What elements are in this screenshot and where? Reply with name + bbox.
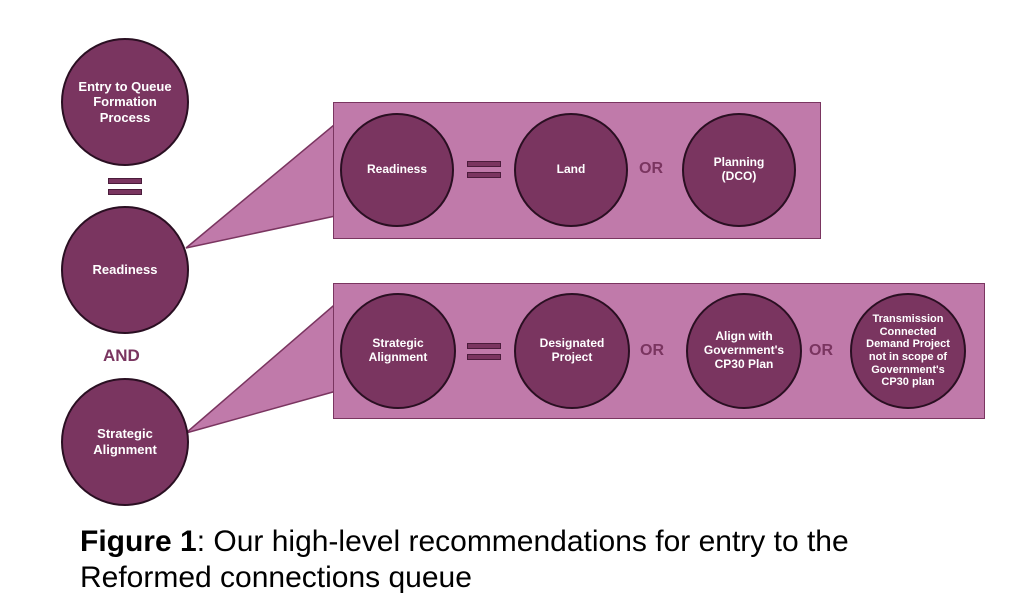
entry-circle-label: Entry to Queue Formation Process [78, 78, 172, 125]
or-label-strategic-1: OR [640, 342, 664, 359]
planning-dco-circle: Planning (DCO) [682, 113, 796, 227]
equals-sign-strategic [467, 343, 501, 360]
land-label: Land [556, 162, 586, 177]
readiness-head-label: Readiness [366, 162, 428, 177]
readiness-head-circle: Readiness [340, 113, 454, 227]
land-circle: Land [514, 113, 628, 227]
figure-caption: Figure 1: Our high-level recommendations… [80, 524, 980, 596]
strategic-alignment-circle-label: Strategic Alignment [93, 426, 157, 457]
align-cp30-circle: Align with Government's CP30 Plan [686, 293, 802, 409]
strategic-alignment-circle: Strategic Alignment [61, 378, 189, 506]
designated-project-circle: Designated Project [514, 293, 630, 409]
strategic-head-circle: Strategic Alignment [340, 293, 456, 409]
designated-project-label: Designated Project [539, 336, 605, 364]
equals-sign-readiness [467, 161, 501, 178]
planning-dco-label: Planning (DCO) [713, 155, 765, 183]
readiness-circle-label: Readiness [92, 262, 158, 278]
transmission-demand-label: Transmission Connected Demand Project no… [866, 313, 950, 389]
or-label-readiness: OR [639, 160, 663, 177]
figure-caption-text: : Our high-level recommendations for ent… [80, 525, 849, 594]
strategic-head-label: Strategic Alignment [368, 336, 428, 364]
figure-caption-label: Figure 1 [80, 525, 197, 558]
and-label: AND [103, 346, 140, 365]
or-label-strategic-2: OR [809, 342, 833, 359]
equals-sign-left [108, 178, 142, 195]
readiness-circle: Readiness [61, 206, 189, 334]
strategic-callout-pointer [185, 298, 341, 434]
readiness-callout-pointer [185, 118, 341, 249]
align-cp30-label: Align with Government's CP30 Plan [703, 329, 785, 371]
entry-circle: Entry to Queue Formation Process [61, 38, 189, 166]
transmission-demand-circle: Transmission Connected Demand Project no… [850, 293, 966, 409]
